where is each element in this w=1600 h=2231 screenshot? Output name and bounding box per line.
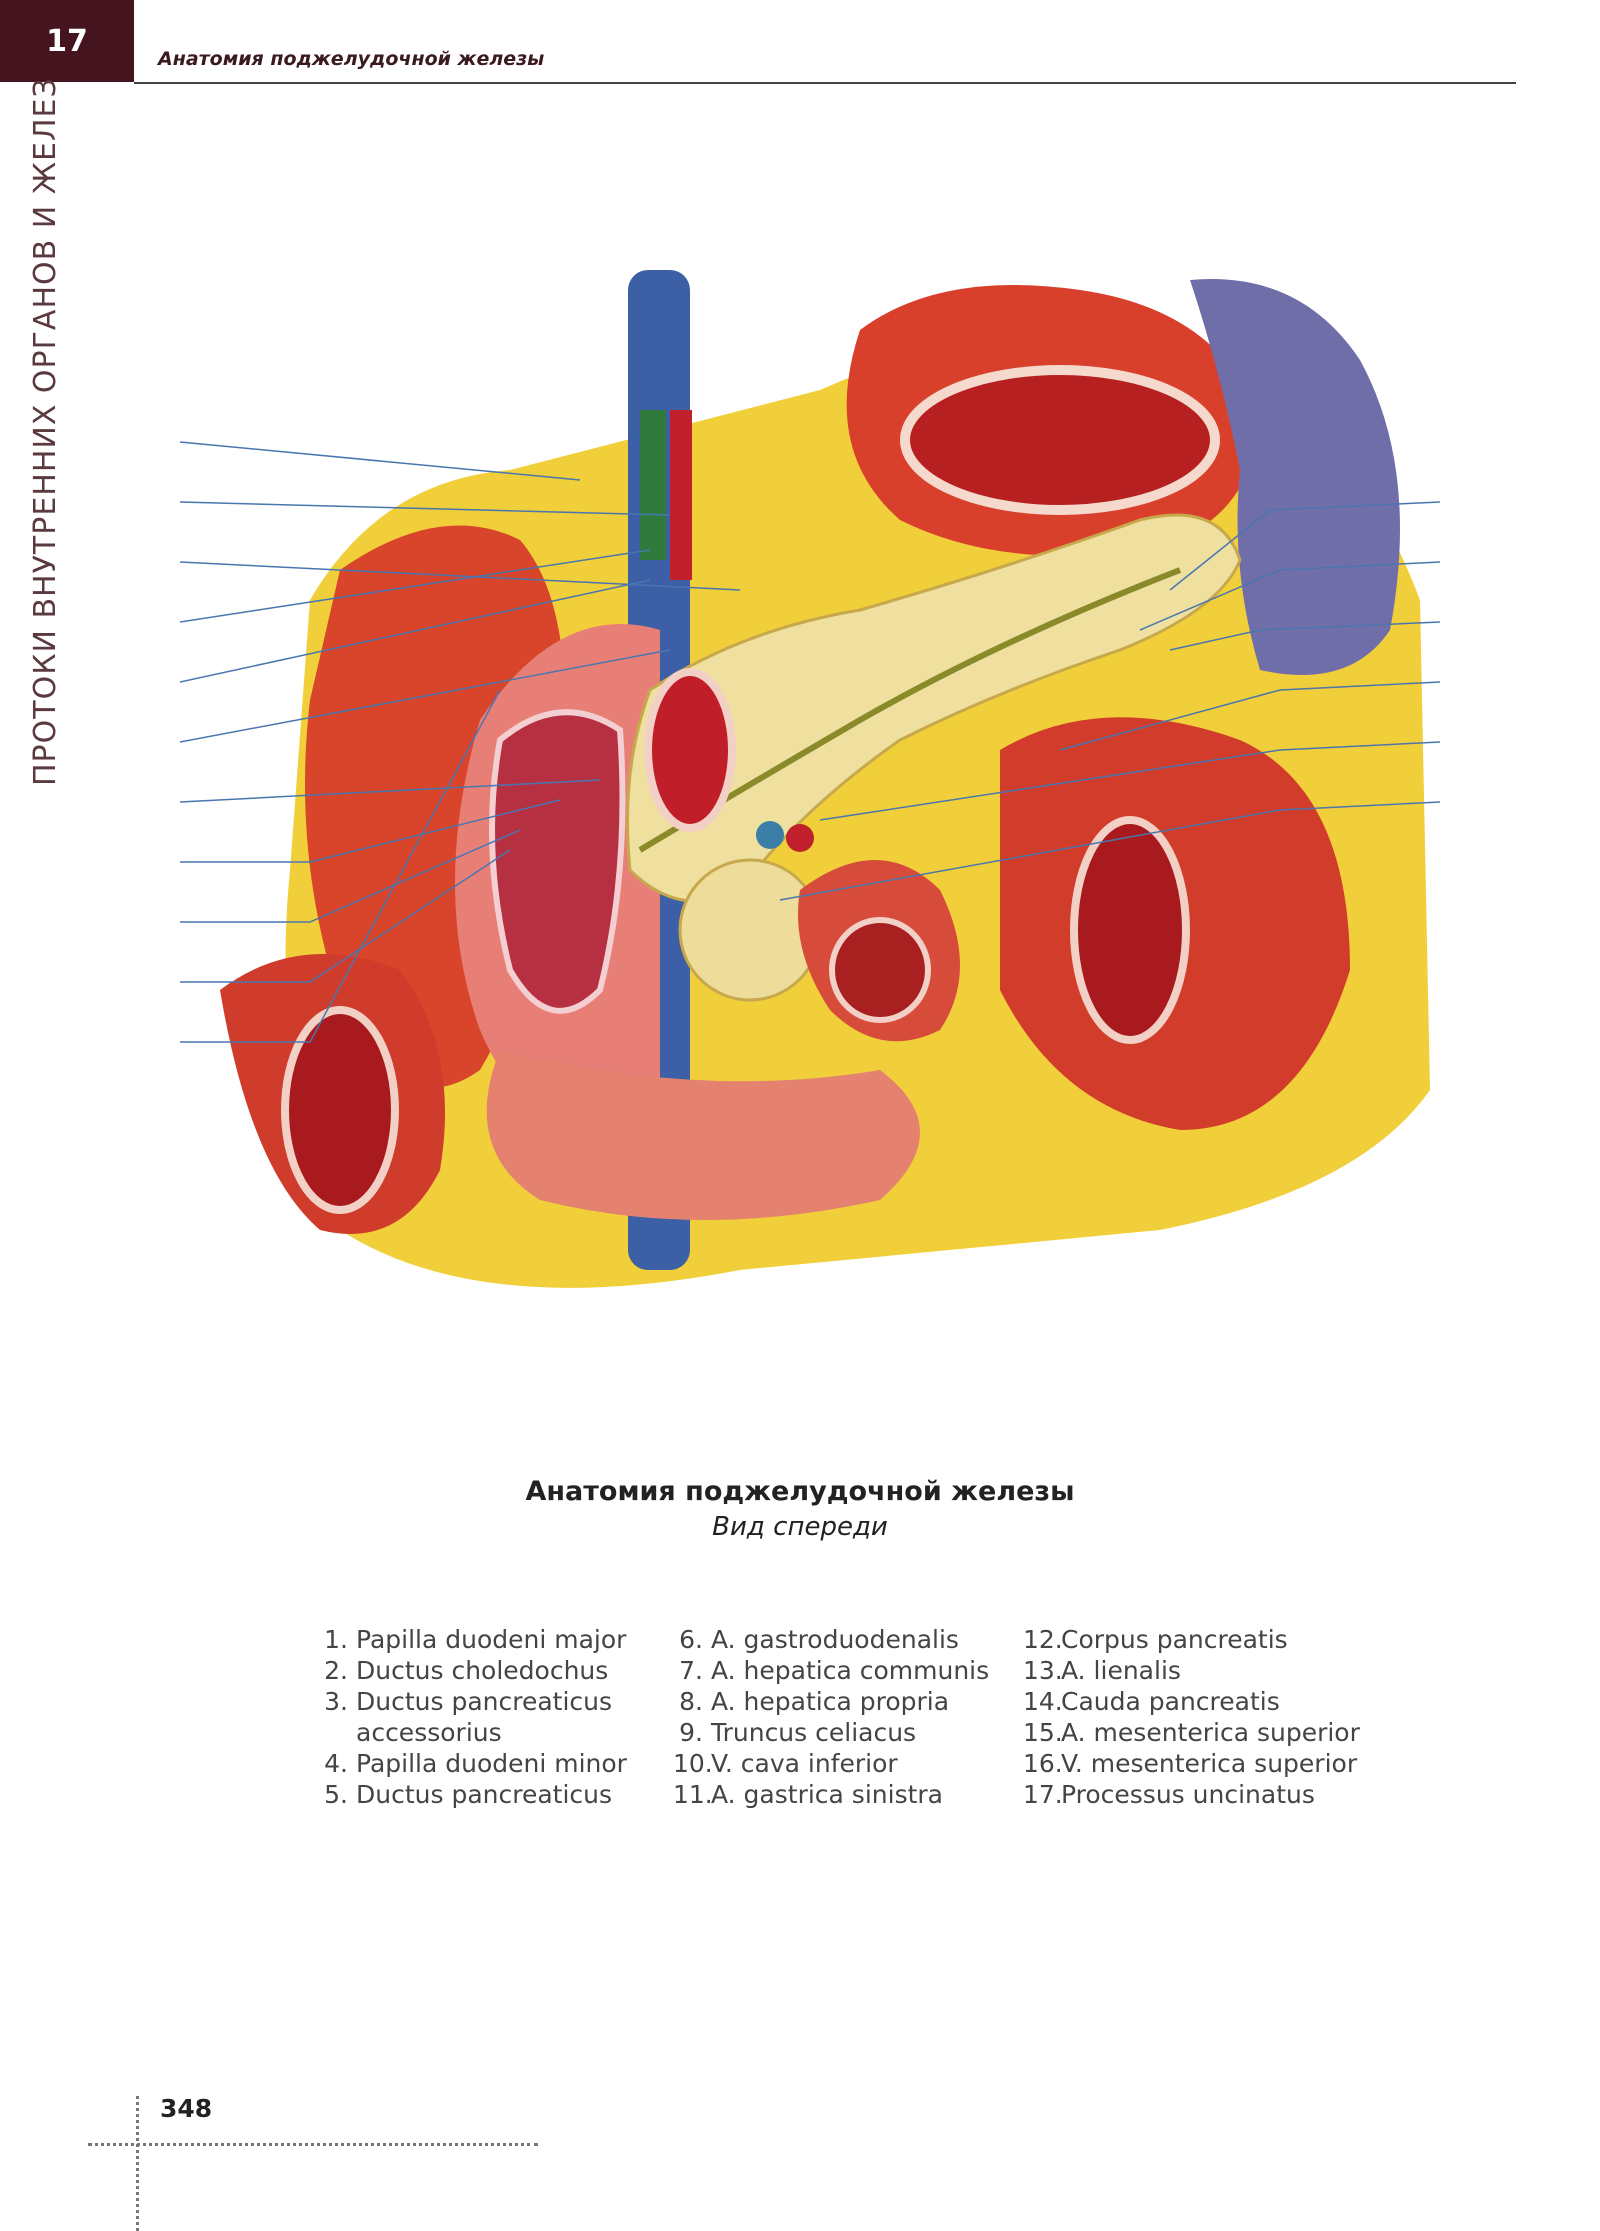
vessel-green: [640, 410, 666, 560]
legend-column-1: 1. Papilla duodeni major 2. Ductus choledo…: [318, 1624, 673, 1810]
anatomy-drawing: [179, 270, 1441, 1288]
legend-number: 13.: [1023, 1656, 1063, 1685]
chapter-number-badge: 17: [0, 0, 134, 82]
legend-number: 2.: [324, 1656, 348, 1685]
legend-item: 9. Truncus celiacus: [673, 1717, 1023, 1748]
legend-item: 3. Ductus pancreaticus: [318, 1686, 673, 1717]
figure-legend: 1. Papilla duodeni major 2. Ductus choledo…: [318, 1624, 1378, 1810]
legend-text: Ductus choledochus: [356, 1656, 609, 1685]
page-number: 348: [160, 2094, 213, 2123]
legend-item: 8. A. hepatica propria: [673, 1686, 1023, 1717]
legend-item-continuation: accessorius: [318, 1717, 673, 1748]
legend-number: 7.: [679, 1656, 703, 1685]
legend-number: 9.: [679, 1718, 703, 1747]
aorta-ring: [644, 668, 736, 832]
leader-lines: [179, 441, 1441, 1043]
legend-item: 6. A. gastroduodenalis: [673, 1624, 1023, 1655]
legend-number: 15.: [1023, 1718, 1063, 1747]
legend-number: 16.: [1023, 1749, 1063, 1778]
legend-text: accessorius: [356, 1718, 502, 1747]
duodenum-mucosa: [489, 709, 626, 1014]
legend-number: 11.: [673, 1780, 713, 1809]
legend-number: 8.: [679, 1687, 703, 1716]
jejunum-lumen: [829, 917, 931, 1023]
legend-text: Papilla duodeni minor: [356, 1749, 627, 1778]
legend-text: A. mesenterica superior: [1061, 1718, 1360, 1747]
legend-text: A. hepatica communis: [711, 1656, 990, 1685]
legend-item: 2. Ductus choledochus: [318, 1655, 673, 1686]
mesenteric-vein-cut: [756, 821, 784, 849]
legend-text: A. hepatica propria: [711, 1687, 950, 1716]
legend-text: V. mesenterica superior: [1061, 1749, 1358, 1778]
legend-number: 5.: [324, 1780, 348, 1809]
legend-number: 3.: [324, 1687, 348, 1716]
legend-number: 4.: [324, 1749, 348, 1778]
legend-text: A. gastrica sinistra: [711, 1780, 943, 1809]
legend-item: 10.V. cava inferior: [673, 1748, 1023, 1779]
legend-number: 17.: [1023, 1780, 1063, 1809]
legend-item: 1. Papilla duodeni major: [318, 1624, 673, 1655]
legend-number: 1.: [324, 1625, 348, 1654]
legend-column-3: 12.Corpus pancreatis 13.A. lienalis 14.C…: [1023, 1624, 1378, 1810]
legend-text: A. lienalis: [1061, 1656, 1181, 1685]
running-head-title: Анатомия поджелудочной железы: [158, 48, 545, 70]
side-section-title: ПРОТОКИ ВНУТРЕННИХ ОРГАНОВ И ЖЕЛЕЗ: [28, 77, 63, 786]
spleen: [1190, 279, 1400, 675]
legend-item: 11.A. gastrica sinistra: [673, 1779, 1023, 1810]
legend-item: 5. Ductus pancreaticus: [318, 1779, 673, 1810]
legend-item: 7. A. hepatica communis: [673, 1655, 1023, 1686]
legend-text: Ductus pancreaticus: [356, 1780, 613, 1809]
legend-text: V. cava inferior: [711, 1749, 898, 1778]
legend-number: 6.: [679, 1625, 703, 1654]
figure-subtitle: Вид спереди: [712, 1512, 888, 1542]
legend-item: 15.A. mesenterica superior: [1023, 1717, 1378, 1748]
footer-dotted-rule: [88, 2143, 538, 2146]
pancreas-illustration: 1 2 3 4 5 6 7 8 9 10 11 12 13 14 15 16 1…: [179, 270, 1441, 1350]
legend-text: Papilla duodeni major: [356, 1625, 627, 1654]
legend-item: 12.Corpus pancreatis: [1023, 1624, 1378, 1655]
pancreas-body: [626, 513, 1242, 903]
colon-lumen: [1070, 816, 1190, 1044]
legend-text: Processus uncinatus: [1061, 1780, 1315, 1809]
legend-text: Truncus celiacus: [711, 1718, 917, 1747]
legend-item: 4. Papilla duodeni minor: [318, 1748, 673, 1779]
mesenteric-artery-cut: [786, 824, 814, 852]
legend-text: Corpus pancreatis: [1061, 1625, 1288, 1654]
legend-text: A. gastroduodenalis: [711, 1625, 959, 1654]
ileum-lumen: [281, 1006, 399, 1214]
legend-number: 12.: [1023, 1625, 1063, 1654]
header-divider: [134, 82, 1516, 84]
legend-item: 13.A. lienalis: [1023, 1655, 1378, 1686]
legend-column-2: 6. A. gastroduodenalis 7. A. hepatica comm…: [673, 1624, 1023, 1810]
legend-item: 17.Processus uncinatus: [1023, 1779, 1378, 1810]
legend-text: Cauda pancreatis: [1061, 1687, 1280, 1716]
callout-labels: 1 2 3 4 5 6 7 8 9 10 11 12 13 14 15 16 1…: [180, 270, 1440, 1350]
legend-item: 16.V. mesenterica superior: [1023, 1748, 1378, 1779]
figure-title: Анатомия поджелудочной железы: [525, 1476, 1075, 1507]
legend-text: Ductus pancreaticus: [356, 1687, 613, 1716]
legend-number: 14.: [1023, 1687, 1063, 1716]
legend-number: 10.: [673, 1749, 713, 1778]
duodenum-lower: [486, 1050, 920, 1220]
stomach-lumen: [900, 365, 1220, 515]
legend-item: 14.Cauda pancreatis: [1023, 1686, 1378, 1717]
footer-dotted-margin: [136, 2096, 139, 2231]
vessel-red: [670, 410, 692, 580]
